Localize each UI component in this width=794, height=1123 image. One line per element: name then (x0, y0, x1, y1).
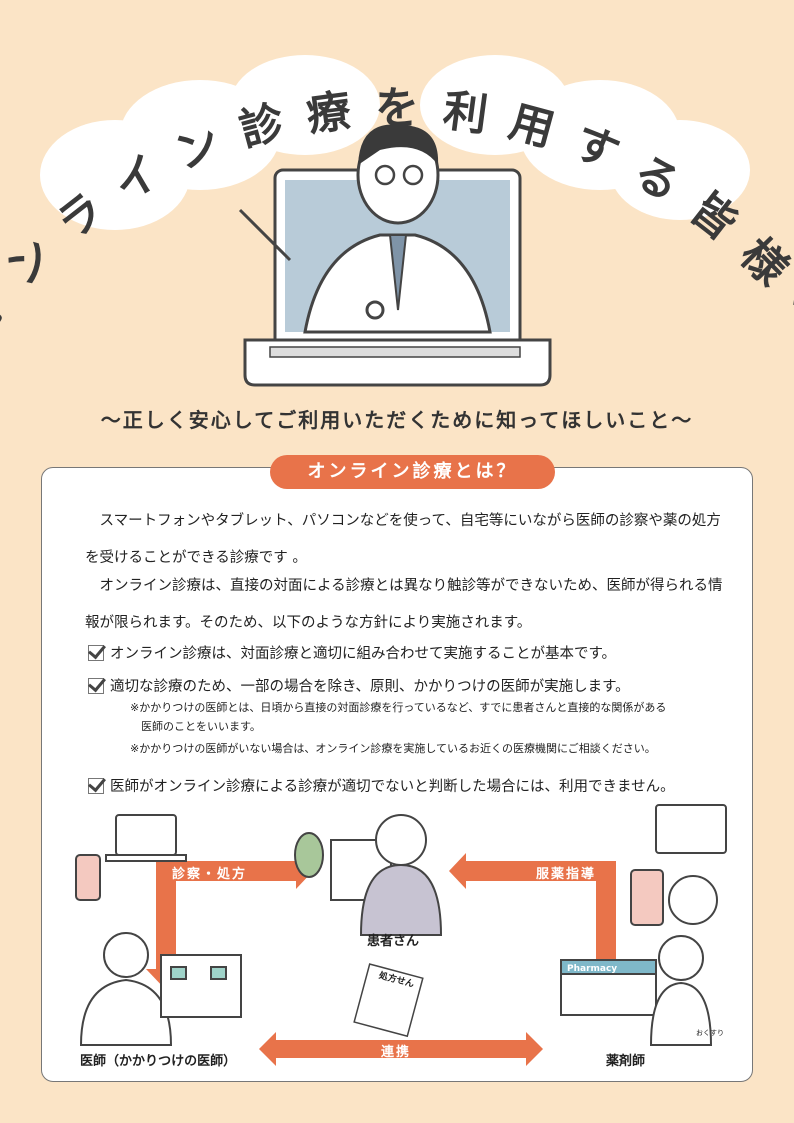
check-item: 医師がオンライン診療による診療が適切でないと判断した場合には、利用できません。 (88, 775, 675, 796)
patient-illustration (294, 814, 443, 936)
title-char: 様 (730, 228, 794, 296)
note: ※かかりつけの医師とは、日頃から直接の対面診療を行っているなど、すでに患者さんと… (130, 701, 667, 714)
section-heading: オンライン診療とは？ (270, 455, 555, 489)
note: 医師のことをいいます。 (130, 720, 261, 733)
doctor-label: 医師（かかりつけの医師） (80, 1054, 237, 1069)
checkbox-icon (88, 777, 104, 794)
checkbox-icon (88, 677, 104, 694)
title-char: ラ (47, 183, 114, 251)
paragraph-2: オンライン診療は、直接の対面による診療とは異なり触診等ができないため、医師が得ら… (85, 578, 723, 631)
checkbox-icon (88, 644, 104, 661)
title-char: る (625, 145, 689, 212)
paragraph-1: スマートフォンやタブレット、パソコンなどを使って、自宅等にいながら医師の診察や薬… (85, 513, 721, 566)
patient-label: 患者さん (367, 934, 420, 949)
title-char: 皆 (680, 183, 747, 251)
check-text: 適切な診療のため、一部の場合を除き、原則、かかりつけの医師が実施します。 (110, 679, 630, 695)
pharmacy-sign: Pharmacy (567, 964, 617, 974)
title-char: イ (105, 145, 169, 212)
devices-illustration (75, 804, 727, 926)
subtitle: ～正しく安心してご利用いただくために知ってほしいこと～ (100, 408, 694, 432)
notebook-label: おくすり (696, 1029, 724, 1037)
exam-prescription-label: 診察・処方 (172, 867, 248, 882)
laptop-doctor-illustration (238, 124, 552, 387)
title-char: す (565, 116, 627, 181)
flow-diagram: 処方せん Pharmacy おくすり (75, 804, 727, 1066)
note: ※かかりつけの医師がいない場合は、オンライン診療を実施しているお近くの医療機関に… (130, 742, 656, 755)
medication-guidance-label: 服薬指導 (536, 867, 597, 882)
check-item: 適切な診療のため、一部の場合を除き、原則、かかりつけの医師が実施します。 (88, 675, 630, 696)
check-item: オンライン診療は、対面診療と適切に組み合わせて実施することが基本です。 (88, 642, 616, 663)
title-char: ン (0, 228, 64, 296)
prescription-paper (353, 963, 424, 1038)
check-text: オンライン診療は、対面診療と適切に組み合わせて実施することが基本です。 (110, 646, 617, 662)
link-arrow (259, 1032, 543, 1066)
title-char: ン (167, 116, 229, 181)
cooperation-label: 連携 (381, 1045, 412, 1060)
check-text: 医師がオンライン診療による診療が適切でないと判断した場合には、利用できません。 (110, 779, 675, 795)
pharmacy-illustration (560, 935, 713, 1046)
pharmacist-label: 薬剤師 (606, 1054, 646, 1069)
doctor-illustration (79, 932, 242, 1046)
